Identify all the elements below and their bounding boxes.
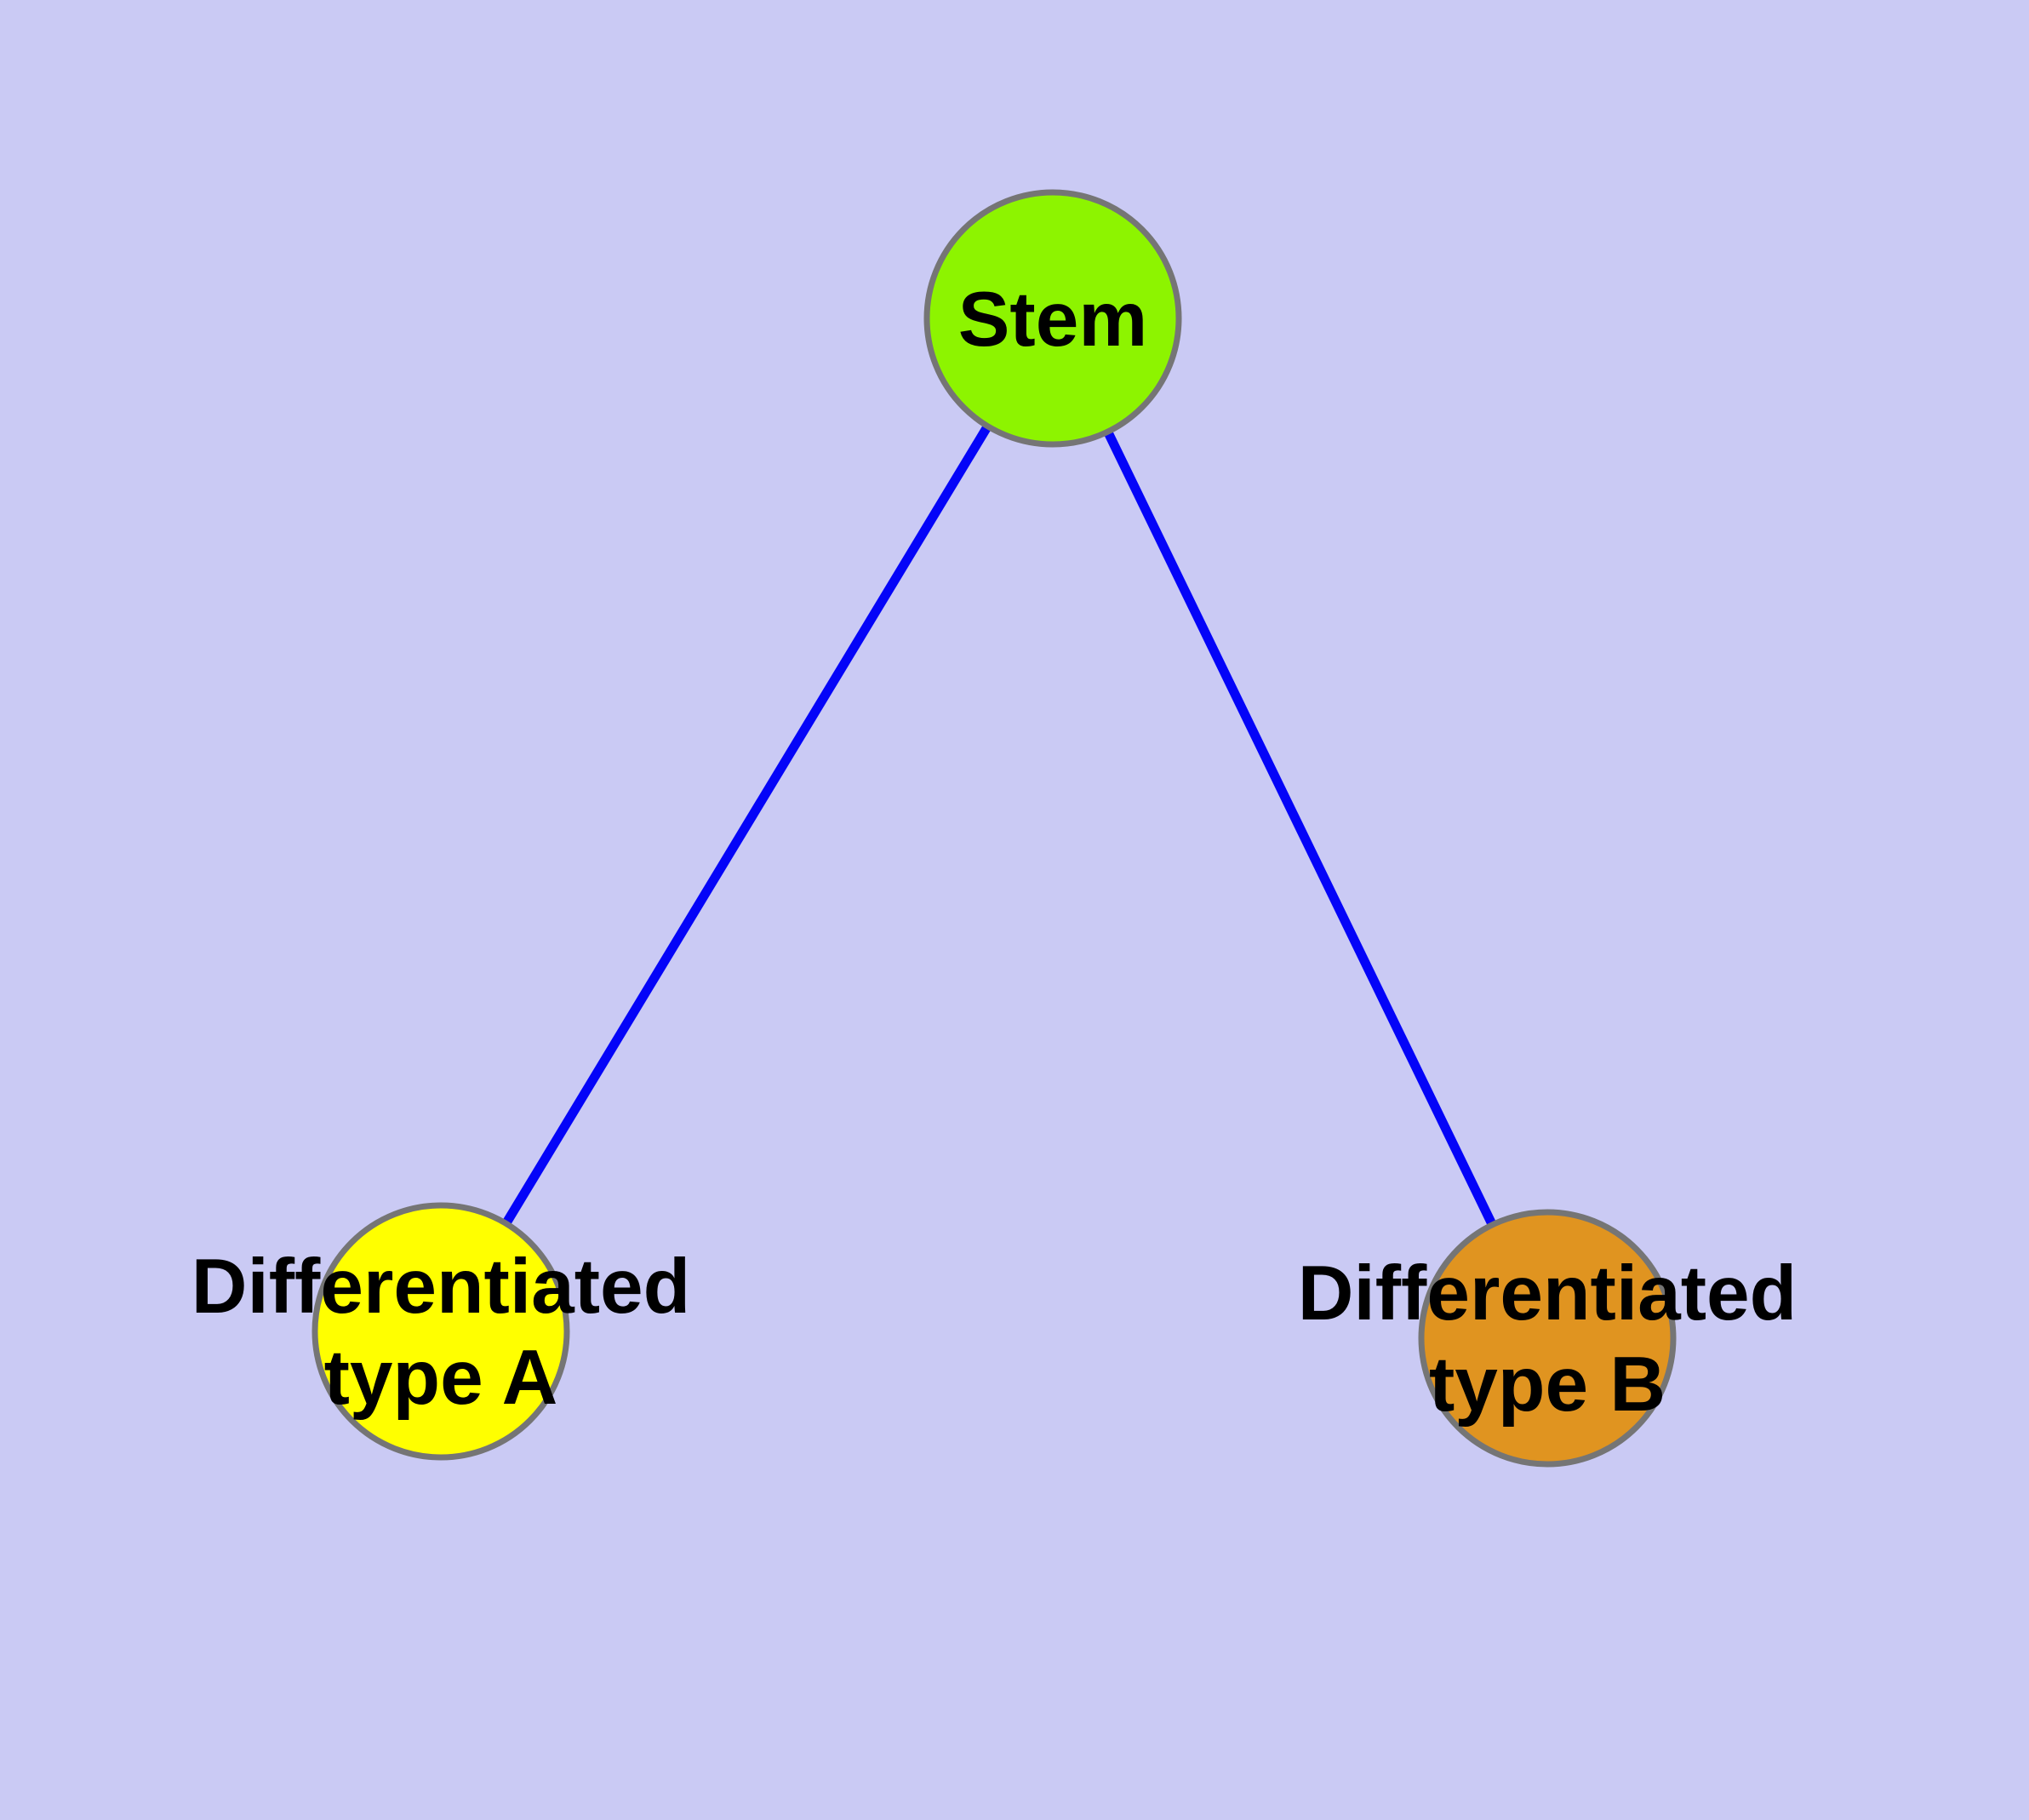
node-type-b-label-line1: Differentiated	[1298, 1251, 1798, 1336]
edge-stem-to-type-a	[437, 316, 1057, 1334]
node-stem	[923, 189, 1182, 448]
node-type-b-label-line2: type B	[1429, 1342, 1666, 1428]
node-differentiated-type-b	[1418, 1209, 1677, 1468]
node-type-a-label-line2: type A	[324, 1335, 558, 1421]
node-type-a-label-line1: Differentiated	[191, 1244, 691, 1330]
edge-stem-to-type-b	[1049, 316, 1552, 1341]
node-stem-label: Stem	[958, 277, 1148, 363]
node-differentiated-type-a	[311, 1202, 570, 1461]
